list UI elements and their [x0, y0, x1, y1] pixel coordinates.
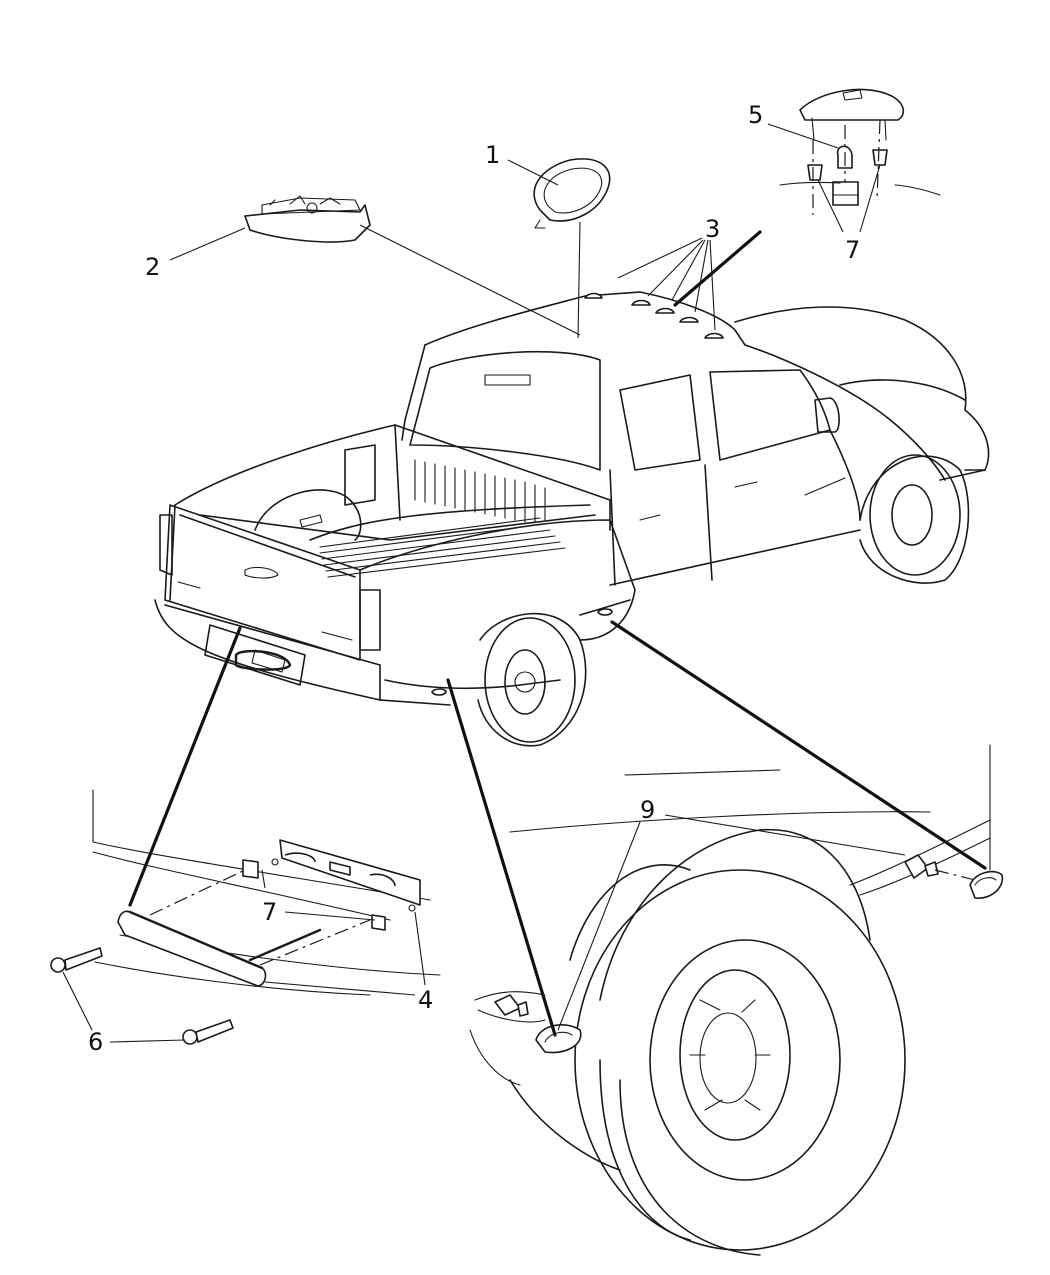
callout-7-tailgate: 7	[262, 898, 277, 926]
bed-front-wall	[414, 459, 546, 523]
part-6-screws	[50, 947, 234, 1045]
callout-3: 3	[705, 215, 720, 243]
callout-7-clearance: 7	[845, 236, 860, 264]
callout-1: 1	[485, 141, 500, 169]
part-5-clearance-lamp	[799, 88, 905, 206]
callout-4: 4	[418, 986, 433, 1014]
part-1-dome-lens	[533, 158, 611, 229]
callout-6: 6	[88, 1028, 103, 1056]
callout-5: 5	[748, 101, 763, 129]
callout-9: 9	[640, 796, 655, 824]
rear-wheel	[477, 612, 587, 747]
front-wheel	[859, 454, 970, 584]
truck-illustration	[154, 291, 990, 747]
roof-clearance-lamps	[584, 292, 724, 339]
callout-2: 2	[145, 253, 160, 281]
callout-labels: 1 2 3 4 5 6 7 7 9	[88, 101, 860, 1056]
part-4-tailgate-lamp-detail	[50, 789, 441, 1045]
part-9-side-marker-detail	[469, 744, 1004, 1256]
part-2-cargo-lamp	[244, 195, 371, 243]
part-7-clips-top	[779, 119, 941, 215]
